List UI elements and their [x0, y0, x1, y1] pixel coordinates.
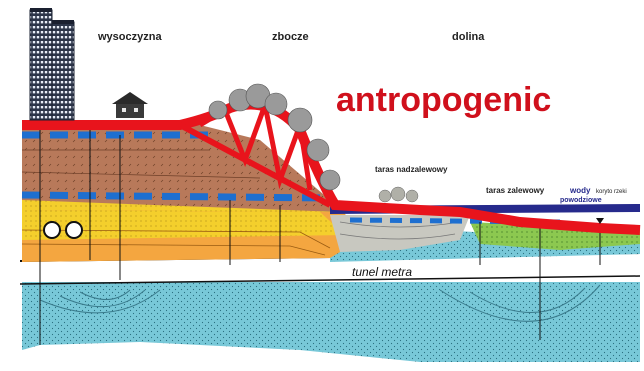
- tertiary-clay-layer: [22, 282, 640, 362]
- label-floodplain-terrace: taras zalewowy: [486, 186, 545, 195]
- terrace-trees: [379, 187, 418, 202]
- house-icon: [112, 92, 148, 118]
- highrise-building-icon: [30, 8, 74, 120]
- till-layer: [22, 125, 340, 212]
- label-slope: zbocze: [272, 31, 309, 43]
- label-metro-tunnel: tunel metra: [352, 265, 412, 279]
- label-upper-terrace: taras nadzalewowy: [375, 165, 448, 174]
- label-flood-waters: wody: [569, 186, 591, 195]
- label-anthropogenic: antropogenic: [336, 81, 551, 119]
- label-valley: dolina: [452, 31, 485, 43]
- label-flood-waters-2: powodziowe: [560, 197, 602, 204]
- label-river-bed: koryto rzeki: [596, 189, 627, 195]
- label-highland: wysoczyzna: [97, 31, 162, 43]
